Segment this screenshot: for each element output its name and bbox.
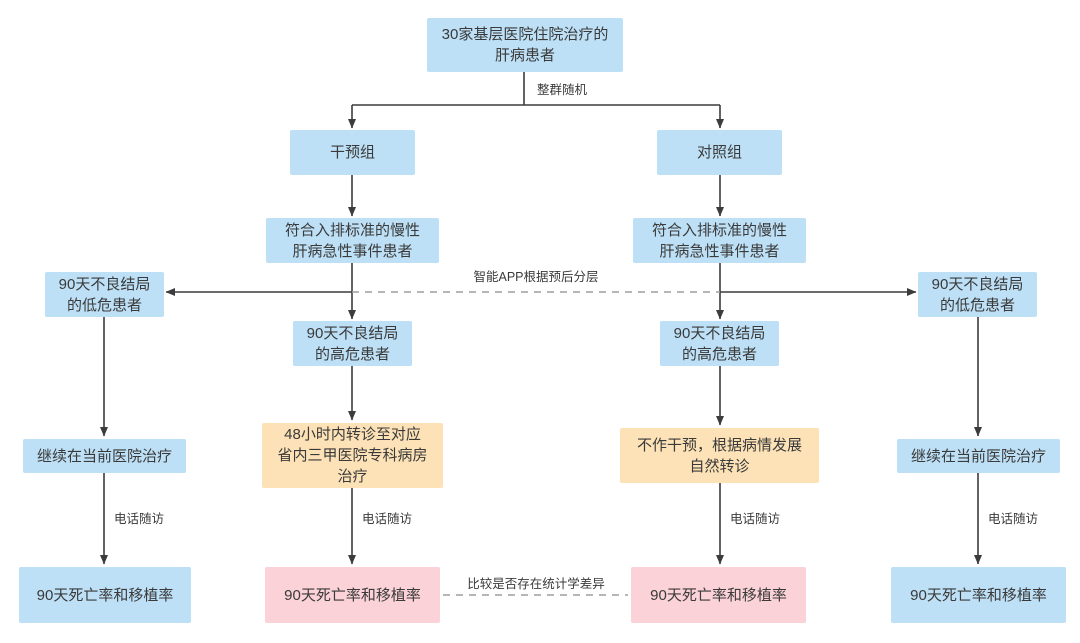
label-phone-followup-1: 电话随访	[114, 512, 165, 526]
node-low-risk-left: 90天不良结局 的低危患者	[45, 272, 164, 317]
node-eligible-left: 符合入排标准的慢性 肝病急性事件患者	[266, 218, 439, 263]
node-intervention-group: 干预组	[290, 130, 415, 175]
node-outcome-far-right: 90天死亡率和移植率	[891, 567, 1066, 623]
node-continue-left: 继续在当前医院治疗	[23, 439, 186, 473]
node-source-population: 30家基层医院住院治疗的 肝病患者	[427, 18, 623, 72]
label-statistical-comparison: 比较是否存在统计学差异	[467, 577, 605, 591]
label-phone-followup-3: 电话随访	[730, 512, 781, 526]
label-app-stratification: 智能APP根据预后分层	[473, 270, 599, 284]
node-low-risk-right: 90天不良结局 的低危患者	[918, 272, 1037, 317]
node-transfer-48h: 48小时内转诊至对应 省内三甲医院专科病房 治疗	[262, 423, 443, 488]
node-continue-right: 继续在当前医院治疗	[897, 439, 1060, 473]
node-high-risk-left: 90天不良结局 的高危患者	[293, 321, 412, 366]
node-eligible-right: 符合入排标准的慢性 肝病急性事件患者	[633, 218, 806, 263]
node-outcome-far-left: 90天死亡率和移植率	[19, 567, 191, 623]
node-high-risk-right: 90天不良结局 的高危患者	[660, 321, 779, 366]
node-outcome-mid-right: 90天死亡率和移植率	[631, 567, 806, 623]
node-control-group: 对照组	[657, 130, 782, 175]
label-phone-followup-2: 电话随访	[362, 512, 413, 526]
node-natural-referral: 不作干预，根据病情发展 自然转诊	[620, 428, 819, 483]
label-cluster-randomization: 整群随机	[537, 83, 588, 97]
node-outcome-mid-left: 90天死亡率和移植率	[265, 567, 440, 623]
label-phone-followup-4: 电话随访	[988, 512, 1039, 526]
